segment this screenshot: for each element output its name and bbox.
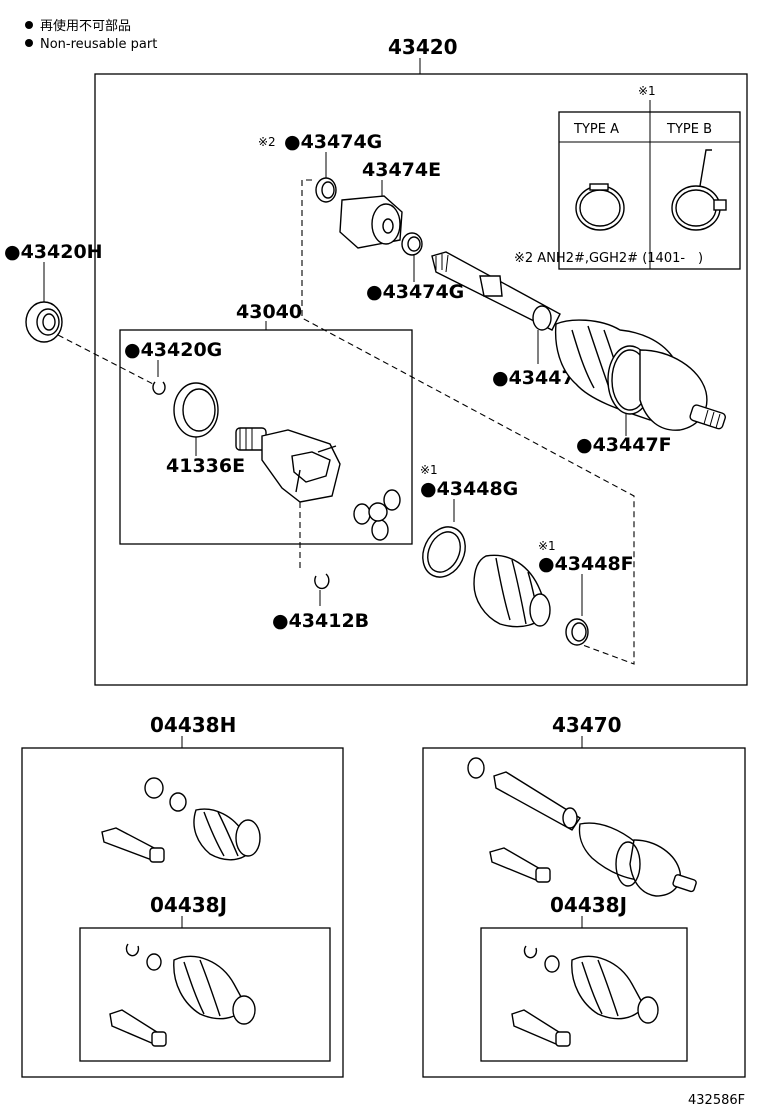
label-41336E: 41336E — [166, 455, 245, 477]
label-43448G-ref: ※1 — [420, 463, 438, 477]
kit-04438H-grease-tube — [101, 827, 165, 863]
label-43470: 43470 — [552, 713, 622, 737]
inboard-joint-housing — [235, 427, 341, 503]
legend-en: Non-reusable part — [40, 37, 157, 52]
label-43447E: ●43447E — [492, 367, 588, 389]
inner-boot — [473, 554, 551, 628]
figure-code: 432586F — [688, 1093, 745, 1108]
kit-04438H-clamps — [144, 777, 187, 812]
label-04438J-right: 04438J — [550, 893, 627, 917]
label-43474E: 43474E — [362, 159, 441, 181]
box-43040 — [119, 329, 413, 545]
label-type-ref: ※1 — [638, 84, 656, 98]
dash-guide-main — [301, 179, 635, 665]
legend-bullet-jp — [25, 21, 33, 29]
label-43448F: ●43448F — [538, 553, 634, 575]
tripod-spider — [353, 489, 401, 541]
label-43420: 43420 — [388, 35, 458, 59]
kit-04438J-left-clamps — [125, 943, 162, 971]
kit-43470-shaft — [493, 771, 581, 831]
type-b-label: TYPE B — [666, 122, 712, 137]
clamp-43448F — [565, 618, 589, 646]
kit-43470-clamp — [467, 757, 485, 779]
kit-04438J-right-boot — [571, 955, 659, 1024]
ring-41336E — [173, 382, 219, 438]
box-04438J-left — [79, 927, 331, 1062]
clamp-43474G-mid — [401, 232, 423, 256]
kit-04438J-left-grease-tube — [109, 1009, 167, 1047]
damper-43474E — [339, 195, 403, 249]
note-2: ※2 ANH2#,GGH2# (1401- ) — [514, 251, 703, 266]
clamp-type-a — [575, 183, 625, 231]
clamp-43447E — [532, 305, 552, 331]
type-a-label: TYPE A — [573, 122, 619, 137]
kit-04438H-boot — [193, 808, 261, 861]
label-43448F-ref: ※1 — [538, 539, 556, 553]
label-43474G-top: ●43474G — [284, 131, 382, 153]
label-43447F: ●43447F — [576, 434, 672, 456]
snap-ring-43420G — [152, 381, 166, 395]
box-43470 — [422, 747, 746, 1078]
box-04438H — [21, 747, 344, 1078]
legend-jp: 再使用不可部品 — [40, 18, 131, 34]
clamp-type-b — [671, 149, 727, 231]
label-04438H: 04438H — [150, 713, 236, 737]
label-43448G: ●43448G — [420, 478, 518, 500]
clamp-43474G-top — [315, 177, 337, 203]
seal-43420H — [25, 301, 63, 343]
kit-43470-grease-tube — [489, 847, 551, 883]
label-43420G: ●43420G — [124, 339, 222, 361]
label-43040: 43040 — [236, 301, 302, 323]
kit-04438J-left-boot — [173, 955, 256, 1025]
kit-04438J-right-grease-tube — [511, 1009, 571, 1047]
kit-43470-boot-joint — [578, 822, 697, 897]
dash-seal — [57, 334, 156, 386]
label-43412B: ●43412B — [272, 610, 369, 632]
box-04438J-right — [480, 927, 688, 1062]
kit-04438J-right-clamps — [523, 945, 560, 973]
label-43420H: ●43420H — [4, 241, 103, 263]
drive-shaft — [431, 251, 561, 331]
clip-43412B — [314, 573, 330, 590]
label-04438J-left: 04438J — [150, 893, 227, 917]
outboard-joint — [639, 349, 726, 431]
legend-bullet-en — [25, 39, 33, 47]
label-43474G-top-ref: ※2 — [258, 135, 276, 149]
box-43420 — [94, 73, 748, 686]
clamp-43448G — [422, 526, 466, 578]
label-43474G-mid: ●43474G — [366, 281, 464, 303]
